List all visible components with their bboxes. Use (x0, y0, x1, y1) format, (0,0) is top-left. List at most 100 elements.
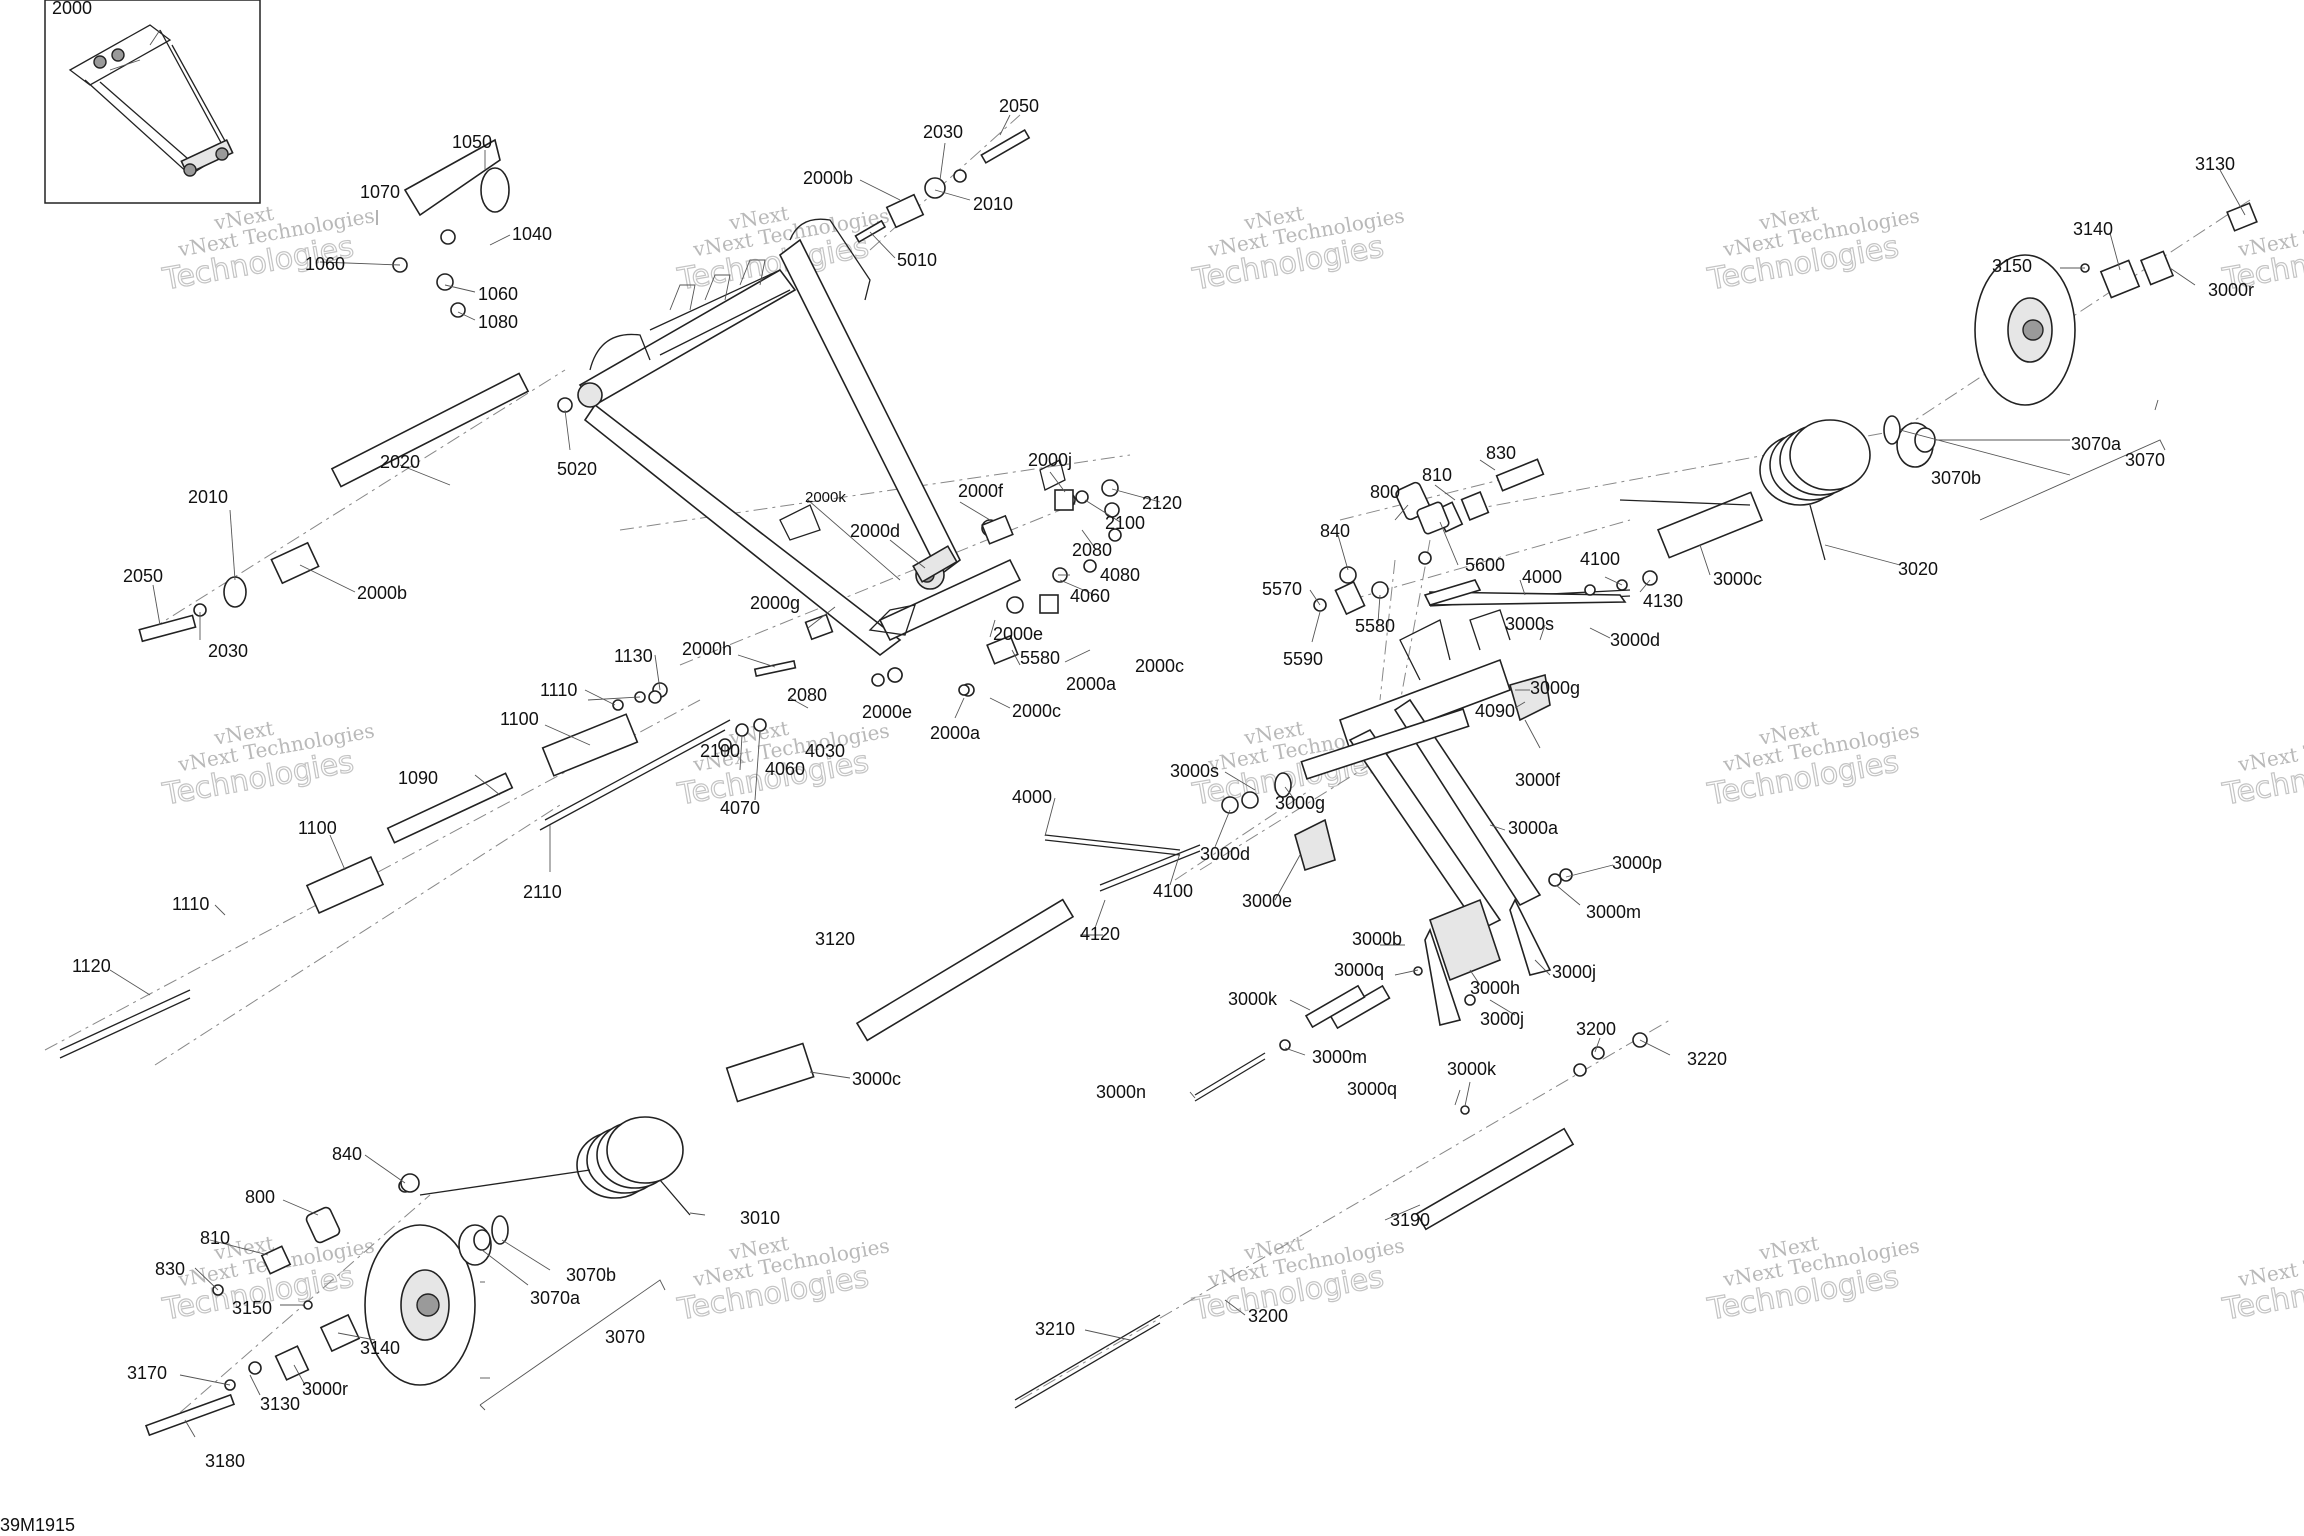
callout-label: 4120 (1080, 924, 1120, 944)
hardware (138, 128, 2258, 1437)
callout-label: 3000m (1586, 902, 1641, 922)
callout-label: 3020 (1898, 559, 1938, 579)
callout-label: 3000f (1515, 770, 1561, 790)
watermark: vNext Technologies Technologies (2219, 1233, 2304, 1328)
callout-label: 2000d (850, 521, 900, 541)
assembly-inset: 2000 (44, 0, 261, 204)
callout-label: 840 (1320, 521, 1350, 541)
inset-label: 2000 (52, 0, 92, 18)
wheel-lower (364, 1224, 476, 1386)
callout-label: 1090 (398, 768, 438, 788)
callout-label: 3000e (1242, 891, 1292, 911)
callout-label: 3220 (1687, 1049, 1727, 1069)
callout-label: 3000k (1228, 989, 1278, 1009)
callout-label: 5590 (1283, 649, 1323, 669)
callout-label: 3000k (1447, 1059, 1497, 1079)
callout-label: 4090 (1475, 701, 1515, 721)
callout-label: 3070a (2071, 434, 2122, 454)
callout-label: 2000f (958, 481, 1004, 501)
callout-label: 3150 (1992, 256, 2032, 276)
callout-label: 1110 (540, 680, 577, 700)
callout-label: 2020 (380, 452, 420, 472)
callout-label: 2000e (862, 702, 912, 722)
suspension-front-arm (577, 218, 1066, 657)
callout-label: 2000j (1028, 450, 1072, 470)
callout-label: 840 (332, 1144, 362, 1164)
callout-label: 2000k (805, 489, 846, 506)
watermark: vNext vNext Technologies Technologies (1704, 716, 1921, 813)
callout-label: 3000j (1552, 962, 1596, 982)
callout-label: 3070 (2125, 450, 2165, 470)
callout-label: 1050 (452, 132, 492, 152)
callout-label: 4080 (1100, 565, 1140, 585)
callout-label: 4030 (805, 741, 845, 761)
callout-label: 1080 (478, 312, 518, 332)
callout-label: 1100 (500, 709, 539, 729)
callout-label: 2000h (682, 639, 732, 659)
callout-label: 3140 (360, 1338, 400, 1358)
wheel-upper (1974, 254, 2076, 406)
watermark: vNext vNext Technologies Technologies (1189, 201, 1406, 298)
callout-label: 1120 (72, 956, 111, 976)
callout-label: 3070 (605, 1327, 645, 1347)
callout-label: 3000r (302, 1379, 348, 1399)
callout-label: 3180 (205, 1451, 245, 1471)
callout-label: 2000a (1066, 674, 1117, 694)
callout-label: 2080 (787, 685, 827, 705)
callout-label: 3000q (1347, 1079, 1397, 1099)
callout-label: 2000g (750, 593, 800, 613)
callout-label: 3070a (530, 1288, 581, 1308)
watermark: vNext vNext Technologies Technologies (1189, 1231, 1406, 1328)
callout-label: 3000q (1334, 960, 1384, 980)
callout-label: 2010 (188, 487, 228, 507)
callout-label: 3000g (1275, 793, 1325, 813)
callout-label: 1060 (305, 254, 345, 274)
spring-lower (419, 1116, 691, 1216)
callout-label: 4070 (720, 798, 760, 818)
callout-label: 4060 (765, 759, 805, 779)
callout-label: 1130 (614, 646, 653, 666)
callout-label: 3070b (566, 1265, 616, 1285)
callout-label: 3000j (1480, 1009, 1524, 1029)
callout-label: 3200 (1576, 1019, 1616, 1039)
callout-label: 830 (1486, 443, 1516, 463)
callout-label: 800 (245, 1187, 275, 1207)
callout-label: 2030 (923, 122, 963, 142)
callout-label: 3000g (1530, 678, 1580, 698)
callout-label: 3000c (852, 1069, 901, 1089)
callout-label: 4000 (1012, 787, 1052, 807)
group-brackets (479, 439, 2166, 1411)
shafts (59, 372, 1764, 1409)
callout-label: 5580 (1020, 648, 1060, 668)
watermark: vNext vNext Technologies Technologies (1704, 201, 1921, 298)
callout-label: 4100 (1153, 881, 1193, 901)
callout-label: 3010 (740, 1208, 780, 1228)
callout-label: 3190 (1390, 1210, 1430, 1230)
callout-label: 2000c (1012, 701, 1061, 721)
callout-leaders (109, 114, 2246, 1438)
callout-label: 5580 (1355, 616, 1395, 636)
callout-label: 2000a (930, 723, 981, 743)
callout-label: 2030 (208, 641, 248, 661)
callout-label: 3130 (2195, 154, 2235, 174)
watermark: vNext vNext Technologies Technologies (674, 1231, 891, 1328)
callout-label: 3000d (1200, 844, 1250, 864)
callout-label: 4000 (1522, 567, 1562, 587)
watermark: vNext vNext Technologies Technologies (1704, 1231, 1921, 1328)
inset-frame (44, 0, 261, 204)
callout-label: 2000b (803, 168, 853, 188)
callout-label: 1100 (298, 818, 337, 838)
callout-label: 1040 (512, 224, 552, 244)
callout-label: 2050 (999, 96, 1039, 116)
callout-label: 3000s (1505, 614, 1554, 634)
callout-label: 3070b (1931, 468, 1981, 488)
assembly-axes (44, 114, 2251, 1431)
callout-label: 3000c (1713, 569, 1762, 589)
callout-label: 3120 (815, 929, 855, 949)
callout-label: 3170 (127, 1363, 167, 1383)
callout-label: 2110 (523, 882, 562, 902)
callout-label: 810 (1422, 465, 1452, 485)
callout-label: 4060 (1070, 586, 1110, 606)
watermark: vNext Technologies Technologies (2219, 718, 2304, 813)
